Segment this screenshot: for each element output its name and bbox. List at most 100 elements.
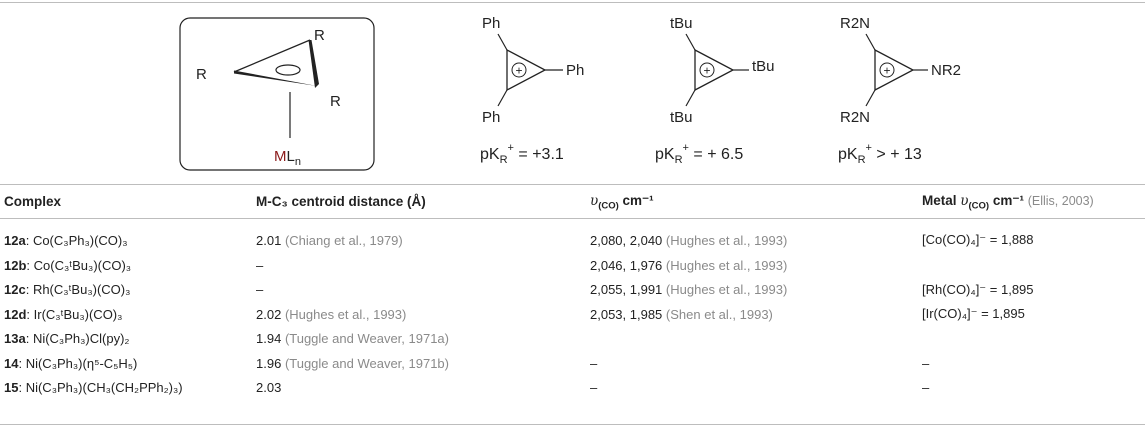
cell-metal bbox=[918, 253, 1145, 278]
nu-value: 2,053, 1,985 bbox=[590, 306, 663, 322]
nu-reference: (Hughes et al., 1993) bbox=[665, 232, 788, 248]
cell-complex: 12a: Co(C₃Ph₃)(CO)₃ bbox=[4, 232, 128, 248]
header-row: Complex M-C₃ centroid distance (Å) υ(CO)… bbox=[0, 184, 1145, 219]
cell-metal: [Co(CO)₄]⁻ = 1,888 bbox=[918, 219, 1145, 254]
substituent-top: Ph bbox=[482, 15, 500, 32]
cell-metal: [Ir(CO)₄]⁻ = 1,895 bbox=[918, 302, 1145, 327]
ligand-subscript: n bbox=[295, 156, 301, 168]
data-table: Complex M-C₃ centroid distance (Å) υ(CO)… bbox=[0, 184, 1145, 400]
distance-reference: (Tuggle and Weaver, 1971a) bbox=[284, 331, 449, 347]
ligand-symbol: L bbox=[287, 148, 295, 165]
cell-complex: 15: Ni(C₃Ph₃)(CH₃(CH₂PPh₂)₃) bbox=[4, 380, 183, 396]
complex-id: 12b bbox=[4, 257, 27, 273]
distance-reference: (Tuggle and Weaver, 1971b) bbox=[284, 355, 449, 371]
bond-top bbox=[685, 33, 696, 51]
cell-complex: 12d: Ir(C₃ᵗBu₃)(CO)₃ bbox=[4, 306, 123, 322]
bond-bottom bbox=[865, 89, 876, 107]
substituent-top: R2N bbox=[840, 15, 870, 32]
cell-complex: 13a: Ni(C₃Ph₃)Cl(py)₂ bbox=[4, 331, 130, 347]
nu-value: – bbox=[590, 355, 598, 371]
bond-bottom bbox=[685, 89, 696, 107]
ring bbox=[506, 48, 547, 92]
pk-label: pKR+ = + 6.5 bbox=[655, 142, 743, 166]
nu-value: 2,080, 2,040 bbox=[590, 232, 663, 248]
substituent-bottom: tBu bbox=[670, 109, 693, 126]
header-nu: υ(CO) cm⁻¹ bbox=[586, 184, 918, 219]
metal-prefix: Metal bbox=[922, 193, 961, 208]
complex-formula: Co(C₃ᵗBu₃)(CO)₃ bbox=[33, 257, 132, 273]
substituent-right: Ph bbox=[566, 62, 584, 79]
cell-nu: 2,046, 1,976 (Hughes et al., 1993) bbox=[586, 253, 918, 278]
ring-bold-bond bbox=[234, 70, 317, 86]
top-rule bbox=[0, 2, 1145, 3]
metal-ligand-label: MLn bbox=[274, 148, 301, 168]
cell-complex: 12b: Co(C₃ᵗBu₃)(CO)₃ bbox=[4, 257, 132, 273]
cell-metal: – bbox=[918, 351, 1145, 376]
cell-distance: – bbox=[252, 278, 586, 303]
charge-circle bbox=[879, 62, 895, 78]
cell-nu: 2,055, 1,991 (Hughes et al., 1993) bbox=[586, 278, 918, 303]
nu-unit: cm⁻¹ bbox=[618, 193, 654, 208]
complex-id: 12d bbox=[4, 306, 27, 322]
cell-metal bbox=[918, 327, 1145, 352]
charge-sign: + bbox=[883, 64, 890, 78]
metal-value: – bbox=[922, 380, 930, 396]
substituent-top: tBu bbox=[670, 15, 693, 32]
distance-value: – bbox=[256, 282, 264, 298]
nu-symbol: υ bbox=[590, 193, 599, 209]
cell-nu: – bbox=[586, 376, 918, 401]
cell-complex: 12c: Rh(C₃ᵗBu₃)(CO)₃ bbox=[4, 282, 131, 298]
cell-distance: 1.94 (Tuggle and Weaver, 1971a) bbox=[252, 327, 586, 352]
ring-bold-side bbox=[308, 40, 319, 88]
cell-distance: 2.01 (Chiang et al., 1979) bbox=[252, 219, 586, 254]
table-row: 14: Ni(C₃Ph₃)(η⁵-C₅H₅) 1.96 (Tuggle and W… bbox=[0, 351, 1145, 376]
molecule-nr2: + R2N R2N NR2 pKR+ > + 13 bbox=[838, 15, 961, 166]
metal-value: [Ir(CO)₄]⁻ = 1,895 bbox=[922, 306, 1025, 322]
cell-nu: 2,080, 2,040 (Hughes et al., 1993) bbox=[586, 219, 918, 254]
scheme-figure: R R R MLn + Ph Ph Ph pKR+ = +3.1 + tBu t… bbox=[179, 15, 961, 171]
metal-symbol: M bbox=[274, 148, 287, 165]
substituent-right: tBu bbox=[752, 58, 775, 75]
table-bottom-rule bbox=[0, 424, 1145, 425]
complex-id: 15 bbox=[4, 380, 19, 396]
cell-distance: 1.96 (Tuggle and Weaver, 1971b) bbox=[252, 351, 586, 376]
distance-value: 1.96 bbox=[256, 355, 282, 371]
complex-id: 14 bbox=[4, 355, 19, 371]
substituent-bottom: R2N bbox=[840, 109, 870, 126]
distance-value: 2.01 bbox=[256, 232, 282, 248]
ring bbox=[874, 48, 915, 92]
charge-circle bbox=[511, 62, 527, 78]
ring bbox=[694, 48, 735, 92]
metal-reference: (Ellis, 2003) bbox=[1027, 194, 1094, 208]
substituent-bottom: Ph bbox=[482, 109, 500, 126]
table-row: 12c: Rh(C₃ᵗBu₃)(CO)₃ – 2,055, 1,991 (Hugh… bbox=[0, 278, 1145, 303]
complex-id: 12a bbox=[4, 232, 26, 248]
table-row: 15: Ni(C₃Ph₃)(CH₃(CH₂PPh₂)₃) 2.03 – – bbox=[0, 376, 1145, 401]
charge-sign: + bbox=[515, 64, 522, 78]
complex-formula: Rh(C₃ᵗBu₃)(CO)₃ bbox=[32, 282, 131, 298]
distance-value: 2.03 bbox=[256, 380, 282, 396]
pk-label: pKR+ = +3.1 bbox=[480, 142, 564, 166]
cell-nu: 2,053, 1,985 (Shen et al., 1993) bbox=[586, 302, 918, 327]
complex-id: 12c bbox=[4, 282, 26, 298]
table-row: 12a: Co(C₃Ph₃)(CO)₃ 2.01 (Chiang et al., … bbox=[0, 219, 1145, 254]
header-distance: M-C₃ centroid distance (Å) bbox=[252, 184, 586, 219]
nu-value: – bbox=[590, 380, 598, 396]
distance-value: – bbox=[256, 257, 264, 273]
table-row: 12b: Co(C₃ᵗBu₃)(CO)₃ – 2,046, 1,976 (Hugh… bbox=[0, 253, 1145, 278]
aromatic-circle bbox=[275, 64, 301, 76]
distance-value: 1.94 bbox=[256, 331, 282, 347]
molecule-tbu3: + tBu tBu tBu pKR+ = + 6.5 bbox=[655, 15, 775, 166]
table-row: 13a: Ni(C₃Ph₃)Cl(py)₂ 1.94 (Tuggle and We… bbox=[0, 327, 1145, 352]
cell-complex: 14: Ni(C₃Ph₃)(η⁵-C₅H₅) bbox=[4, 355, 138, 371]
cell-metal: – bbox=[918, 376, 1145, 401]
bond-top bbox=[497, 33, 508, 51]
nu-subscript: (CO) bbox=[598, 200, 619, 212]
structure-frame bbox=[179, 17, 375, 171]
distance-value: 2.02 bbox=[256, 306, 282, 322]
metal-value: – bbox=[922, 355, 930, 371]
nu-value: 2,055, 1,991 bbox=[590, 282, 663, 298]
nu-reference: (Hughes et al., 1993) bbox=[665, 257, 788, 273]
bond-bottom bbox=[497, 89, 508, 107]
complex-formula: Co(C₃Ph₃)(CO)₃ bbox=[32, 232, 128, 248]
